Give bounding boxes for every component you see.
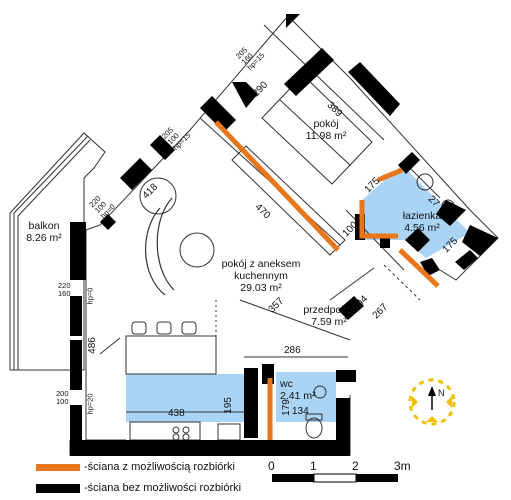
kitchen-counter-floor <box>126 374 244 422</box>
room-area: 7.59 m² <box>311 316 347 328</box>
room-label-wc: wc 2.41 m² <box>280 378 316 402</box>
legend-swatches <box>36 464 80 493</box>
window-note-left-low: 200 100 <box>56 389 69 406</box>
room-label-balkon: balkon 8.26 m² <box>14 220 74 244</box>
room-area: 4.56 m² <box>404 222 440 234</box>
dim-438: 438 <box>168 408 185 419</box>
room-area: 29.03 m² <box>240 282 282 294</box>
room-name: pokój z aneksem <box>221 258 301 270</box>
scale-tick-2: 2 <box>352 459 359 473</box>
room-area: 11.98 m² <box>305 130 347 142</box>
scale-tick-1: 1 <box>310 459 317 473</box>
room-label-lazienka: łazienka 4.56 m² <box>392 210 452 234</box>
scale-tick-0: 0 <box>268 459 275 473</box>
compass-label: N <box>438 388 445 398</box>
room-label-pokoj: pokój 11.98 m² <box>286 118 366 142</box>
removable-walls <box>214 120 440 440</box>
dim-195: 195 <box>222 397 234 414</box>
balcony-railing <box>13 135 91 370</box>
room-name: pokój <box>313 118 339 130</box>
scale-tick-3m: 3m <box>394 459 411 473</box>
compass-icon <box>408 378 456 426</box>
room-name: przedpokój <box>303 304 355 316</box>
window-note-left-mid-hp: hp=0 <box>85 287 95 305</box>
window-note-left-mid: 220 160 <box>58 281 71 298</box>
legend-swatch-removable <box>36 464 80 471</box>
legend-item-removable: -ściana z możliwością rozbiórki <box>84 461 235 473</box>
scale-bar <box>272 473 398 483</box>
room-area: 8.26 m² <box>26 232 62 244</box>
legend-item-structural: -ściana bez możliwości rozbiórki <box>84 482 241 494</box>
load-bearing-walls <box>70 14 498 456</box>
legend-label: -ściana bez możliwości rozbiórki <box>84 482 242 494</box>
dim-134: 134 <box>292 406 309 417</box>
room-name: łazienka <box>402 210 442 222</box>
dim-486: 486 <box>86 337 98 354</box>
room-name-2: kuchennym <box>234 270 288 282</box>
dim-179: 179 <box>280 399 292 416</box>
room-name: balkon <box>28 220 60 232</box>
legend-swatch-structural <box>36 484 80 493</box>
window-note-left-low-hp: hp=20 <box>85 393 95 415</box>
room-area: 2.41 m² <box>280 390 316 402</box>
room-label-przedpokoj: przedpokój 7.59 m² <box>294 304 364 328</box>
legend-label: -ściana z możliwością rozbiórki <box>84 461 235 473</box>
dim-286: 286 <box>284 345 301 356</box>
room-label-salon: pokój z aneksem kuchennym 29.03 m² <box>206 258 316 294</box>
room-name: wc <box>280 378 293 390</box>
